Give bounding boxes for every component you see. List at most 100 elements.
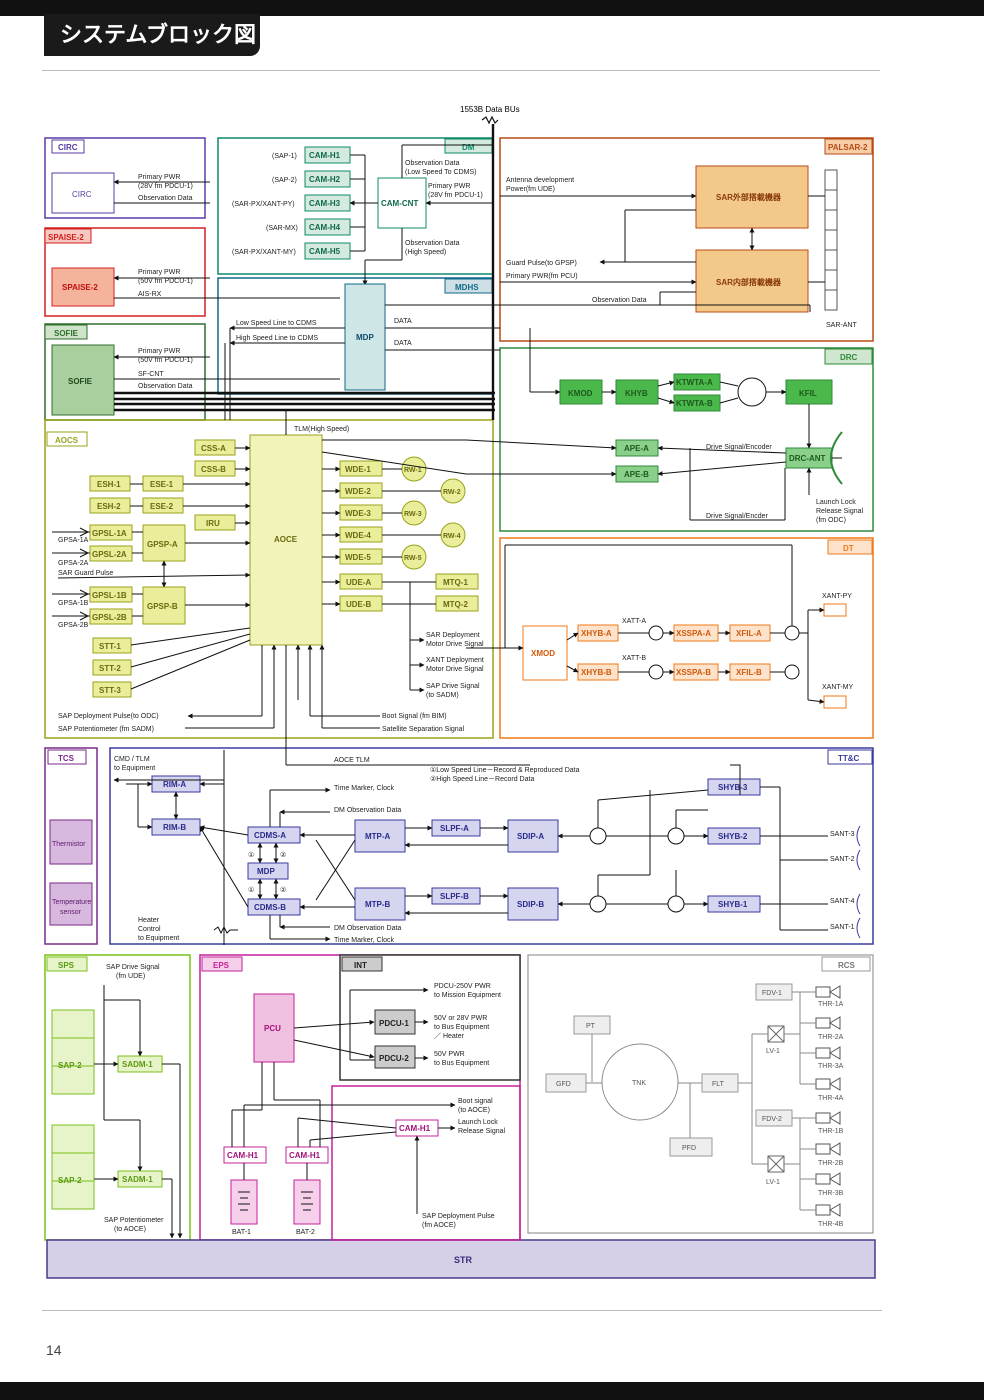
bat-2: BAT-2 (296, 1229, 315, 1236)
stt-3: STT-3 (99, 686, 121, 695)
lv-1-a: LV-1 (766, 1048, 780, 1055)
prim-pcu-label: Primary PWR(fm PCU) (506, 273, 578, 280)
sar-guard: SAR Guard Pulse (58, 570, 113, 577)
cdms-a: CDMS-A (254, 831, 286, 840)
ese-2: ESE-2 (150, 502, 174, 511)
page-title: システムブロック図 (44, 14, 260, 56)
cmd-tlm: CMD / TLM (114, 756, 150, 763)
thruster-icons (815, 985, 841, 1217)
sofie-box (51, 344, 115, 416)
boot2: Boot signal (458, 1098, 493, 1105)
time-marker2: Time Marker, Clock (334, 937, 395, 944)
pdcu-250b: to Mission Equipment (434, 992, 501, 999)
x-switch-b-icon (784, 664, 800, 680)
page-number: 14 (46, 1342, 62, 1358)
sar-dep2: Motor Drive Signal (426, 641, 484, 648)
gfd-label: GFD (556, 1081, 571, 1088)
cam-h1: CAM-H1 (309, 151, 341, 160)
sadm-1-top: SADM-1 (122, 1060, 153, 1069)
sap-drive-s2: (fm UDE) (116, 973, 145, 980)
rcs-section (527, 954, 874, 1234)
ttc-section (109, 747, 874, 945)
xant-my: XANT-MY (822, 684, 853, 691)
sap-drive-s: SAP Drive Signal (106, 964, 160, 971)
thermistor-box (49, 819, 93, 865)
time-marker: Time Marker, Clock (334, 785, 395, 792)
tlm-high-label: TLM(High Speed) (294, 426, 349, 433)
drc-title: DRC (840, 353, 858, 362)
sdip-a: SDIP-A (517, 832, 544, 841)
s-switch-b2-icon (667, 895, 685, 913)
aocs-title: AOCS (55, 436, 79, 445)
dm-obs2: DM Observation Data (334, 925, 401, 932)
dm-obs-high2: (High Speed) (405, 249, 446, 256)
pt-label: PT (586, 1023, 596, 1030)
int-title: INT (354, 961, 367, 970)
cam-h3: CAM-H3 (309, 199, 341, 208)
sap-pot3: (to AOCE) (114, 1226, 146, 1233)
shyb-3: SHYB-3 (718, 783, 748, 792)
sant-1: SANT-1 (830, 924, 855, 931)
str-label: STR (454, 1255, 473, 1265)
aoce-label: AOCE (274, 535, 298, 544)
pdcu-2-label: PDCU-2 (379, 1054, 409, 1063)
sofie-obs-label: Observation Data (138, 383, 193, 390)
eps-title: EPS (213, 961, 230, 970)
sap-dep-pulse: SAP Deployment Pulse(to ODC) (58, 713, 159, 720)
sofie-box-label: SOFIE (68, 377, 93, 386)
xfil-a: XFIL-A (736, 629, 762, 638)
sap-2-top: SAP-2 (58, 1061, 82, 1070)
pdcu-50vb: to Bus Equipment (434, 1060, 489, 1067)
boot3: (to AOCE) (458, 1107, 490, 1114)
css-b: CSS-B (201, 465, 226, 474)
rw-3: RW-3 (404, 511, 422, 518)
sap-dep4: (fm AOCE) (422, 1222, 456, 1229)
dt-section (499, 537, 874, 739)
boot-label: Boot Signal (fm BIM) (382, 713, 447, 720)
bat-1: BAT-1 (232, 1229, 251, 1236)
circ-box (51, 172, 115, 214)
css-a: CSS-A (201, 444, 226, 453)
mdhs-data1: DATA (394, 318, 412, 325)
cmd-tlm2: to Equipment (114, 765, 155, 772)
dm-obs-low2: (Low Speed To CDMS) (405, 169, 476, 176)
xant-my-icon (823, 695, 847, 709)
thr-3b: THR-3B (818, 1190, 844, 1197)
xatt-a-icon (648, 625, 664, 641)
top-rule (42, 70, 880, 71)
sar-int-box (695, 249, 809, 313)
x-switch-a-icon (784, 625, 800, 641)
xant-py: XANT-PY (822, 593, 852, 600)
heater2: Control (138, 926, 161, 933)
wde-5: WDE-5 (345, 553, 371, 562)
mtp-b: MTP-B (365, 900, 391, 909)
dm-obs-low: Observation Data (405, 160, 460, 167)
esh-2: ESH-2 (97, 502, 121, 511)
spaise-pwr-label: Primary PWR (138, 269, 180, 276)
ttc-legend1: ①Low Speed Line－Record & Reproduced Data (430, 766, 580, 774)
cam-h1-left: CAM-H1 (227, 1151, 259, 1160)
ll3: Release Signal (458, 1128, 506, 1135)
thr-4a: THR-4A (818, 1095, 844, 1102)
thr-1b: THR-1B (818, 1128, 844, 1135)
gpsa-1b: GPSA-1B (58, 600, 89, 607)
tcs-title: TCS (58, 754, 75, 763)
drc-antenna-icon (830, 431, 843, 485)
circ-pwr-label: Primary PWR (138, 174, 180, 181)
drc-section (499, 347, 874, 532)
sofie-title: SOFIE (54, 329, 79, 338)
xsspa-a: XSSPA-A (676, 629, 711, 638)
gpsp-b: GPSP-B (147, 602, 178, 611)
bottom-rule (42, 1310, 882, 1311)
xmod-box (522, 625, 568, 681)
sar-dep: SAR Deployment (426, 632, 480, 639)
cdms-b-line2: ② (280, 887, 286, 894)
stt-2: STT-2 (99, 664, 121, 673)
lv-1-b: LV-1 (766, 1179, 780, 1186)
sat-sep-label: Satellite Separation Signal (382, 726, 465, 733)
kmod: KMOD (568, 389, 593, 398)
gpsp-a: GPSP-A (147, 540, 178, 549)
sap-dep3: SAP Deployment Pulse (422, 1213, 495, 1220)
sap-pot2: SAP Potentiometer (104, 1217, 164, 1224)
